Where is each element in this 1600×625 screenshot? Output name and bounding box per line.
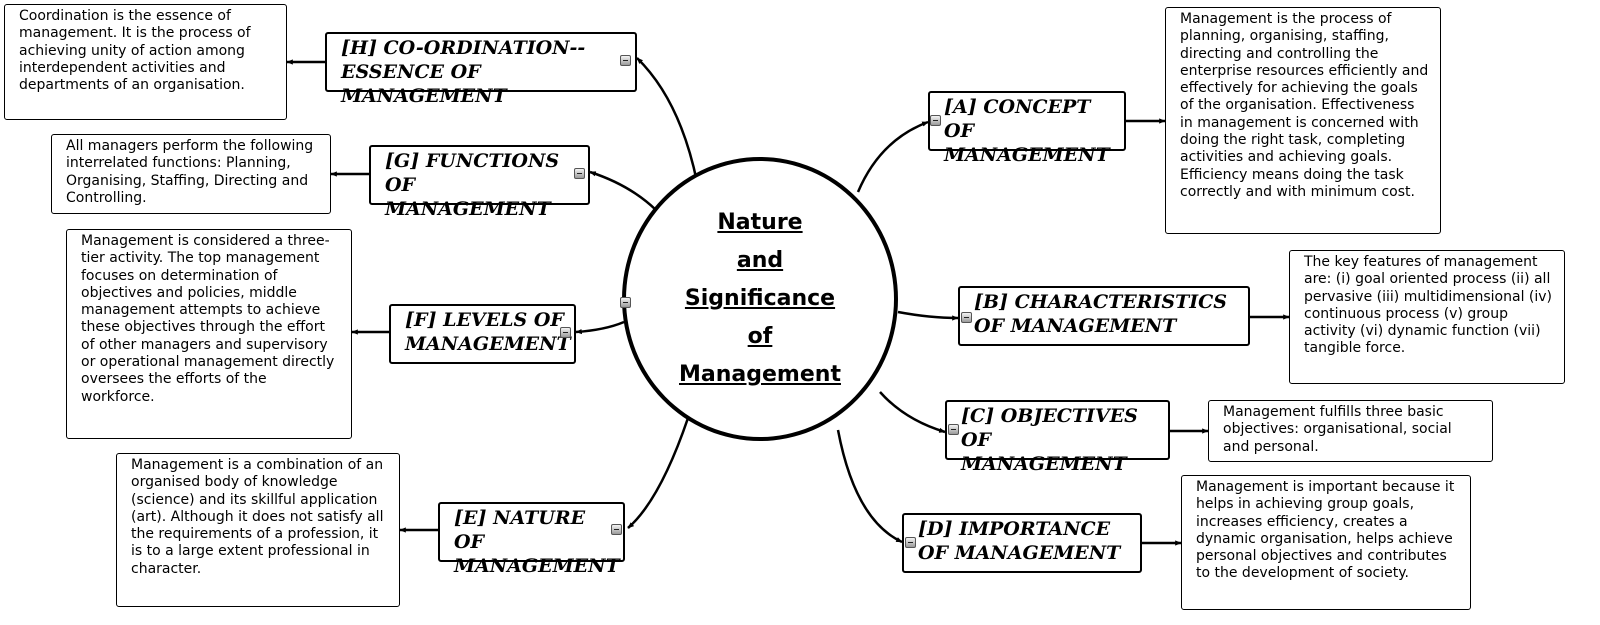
edge-center-to-a (856, 120, 929, 193)
central-topic-line-4: of (747, 324, 773, 349)
topic-b-collapse-icon[interactable] (961, 312, 972, 323)
note-importance: Management is important because it helps… (1181, 475, 1471, 610)
central-topic-line-3: Significance (684, 286, 836, 311)
topic-c-collapse-icon[interactable] (948, 424, 959, 435)
edge-center-to-f (575, 320, 625, 335)
central-topic[interactable]: Nature and Significance of Management (622, 157, 898, 441)
edge-center-to-h (636, 57, 699, 183)
note-levels: Management is considered a three-tier ac… (66, 229, 352, 439)
central-topic-line-2: and (736, 248, 784, 273)
topic-node-nature[interactable]: [E] NATURE OF MANAGEMENT (438, 502, 625, 577)
note-concept: Management is the process of planning, o… (1165, 7, 1441, 234)
edge-center-to-e (627, 417, 690, 529)
center-collapse-icon[interactable] (620, 297, 631, 308)
topic-node-characteristics[interactable]: [B] CHARACTERISTICS OF MANAGEMENT (958, 286, 1250, 346)
edge-center-to-g (589, 170, 657, 211)
topic-d-collapse-icon[interactable] (905, 537, 916, 548)
edge-center-to-d (836, 429, 903, 544)
topic-node-functions[interactable]: [G] FUNCTIONS OF MANAGEMENT (369, 145, 590, 220)
topic-node-concept[interactable]: [A] CONCEPT OF MANAGEMENT (928, 91, 1126, 166)
topic-g-collapse-icon[interactable] (574, 168, 585, 179)
topic-h-collapse-icon[interactable] (620, 55, 631, 66)
note-characteristics: The key features of management are: (i) … (1289, 250, 1565, 384)
topic-node-levels[interactable]: [F] LEVELS OF MANAGEMENT (389, 304, 576, 364)
topic-a-collapse-icon[interactable] (930, 115, 941, 126)
edge-center-to-b (897, 310, 959, 321)
topic-e-collapse-icon[interactable] (611, 524, 622, 535)
topic-node-coordination[interactable]: [H] CO-ORDINATION--ESSENCE OF MANAGEMENT (325, 32, 637, 107)
note-coordination: Coordination is the essence of managemen… (4, 4, 287, 120)
central-topic-line-5: Management (679, 362, 841, 387)
note-nature: Management is a combination of an organi… (116, 453, 400, 607)
topic-f-collapse-icon[interactable] (560, 327, 571, 338)
note-functions: All managers perform the following inter… (51, 134, 331, 214)
edge-center-to-c (879, 391, 946, 434)
note-objectives: Management fulfills three basic objectiv… (1208, 400, 1493, 462)
topic-node-importance[interactable]: [D] IMPORTANCE OF MANAGEMENT (902, 513, 1142, 573)
topic-node-objectives[interactable]: [C] OBJECTIVES OF MANAGEMENT (945, 400, 1170, 475)
central-topic-line-1: Nature (717, 210, 803, 235)
